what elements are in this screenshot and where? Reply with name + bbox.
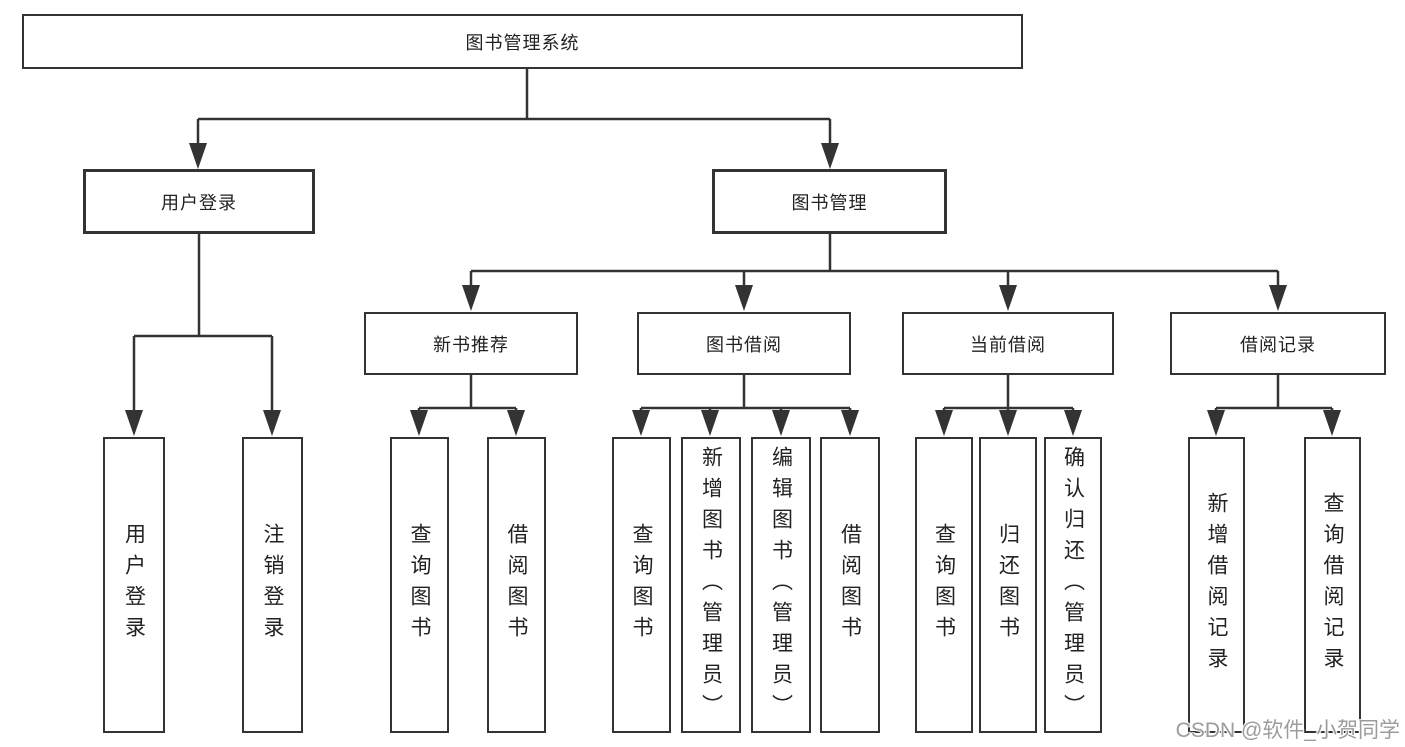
node-root-label: 图书管理系统 <box>465 32 580 53</box>
node-borrowing-records-label: 借阅记录 <box>1240 334 1316 355</box>
node-root-system: 图书管理系统 <box>22 14 1023 69</box>
leaf-query-books-borrowing-label: 查询图书 <box>630 523 653 647</box>
node-current-borrowing: 当前借阅 <box>902 312 1114 375</box>
leaf-borrow-books-borrowing-label: 借阅图书 <box>838 523 862 647</box>
leaf-query-books-recommend: 查询图书 <box>390 437 449 733</box>
leaf-logout-label: 注销登录 <box>261 523 284 647</box>
leaf-add-book-admin: 新增图书（管理员） <box>681 437 741 733</box>
leaf-add-book-admin-label: 新增图书（管理员） <box>699 445 723 725</box>
leaf-confirm-return-admin: 确认归还（管理员） <box>1044 437 1102 733</box>
csdn-watermark: CSDN @软件_小贺同学 <box>1175 719 1400 742</box>
leaf-add-borrow-record-label: 新增借阅记录 <box>1205 492 1228 678</box>
leaf-logout: 注销登录 <box>242 437 303 733</box>
node-book-borrowing-label: 图书借阅 <box>706 334 782 355</box>
leaf-user-login: 用户登录 <box>103 437 165 733</box>
leaf-edit-book-admin: 编辑图书（管理员） <box>751 437 811 733</box>
node-book-management: 图书管理 <box>712 169 947 234</box>
node-new-book-recommend: 新书推荐 <box>364 312 578 375</box>
leaf-query-books-recommend-label: 查询图书 <box>408 523 431 647</box>
node-user-login: 用户登录 <box>83 169 315 234</box>
leaf-query-books-current-label: 查询图书 <box>932 523 956 647</box>
leaf-query-books-current: 查询图书 <box>915 437 973 733</box>
leaf-borrow-books-recommend-label: 借阅图书 <box>505 523 528 647</box>
node-new-book-recommend-label: 新书推荐 <box>433 334 509 355</box>
node-borrowing-records: 借阅记录 <box>1170 312 1386 375</box>
node-book-management-label: 图书管理 <box>791 192 868 213</box>
leaf-query-borrow-record-label: 查询借阅记录 <box>1321 492 1344 678</box>
node-book-borrowing: 图书借阅 <box>637 312 851 375</box>
node-current-borrowing-label: 当前借阅 <box>970 334 1046 355</box>
leaf-query-books-borrowing: 查询图书 <box>612 437 671 733</box>
leaf-borrow-books-borrowing: 借阅图书 <box>820 437 880 733</box>
leaf-borrow-books-recommend: 借阅图书 <box>487 437 546 733</box>
node-user-login-label: 用户登录 <box>161 192 237 213</box>
leaf-return-book: 归还图书 <box>979 437 1037 733</box>
leaf-query-borrow-record: 查询借阅记录 <box>1304 437 1361 733</box>
leaf-return-book-label: 归还图书 <box>996 523 1020 647</box>
leaf-edit-book-admin-label: 编辑图书（管理员） <box>769 445 793 725</box>
leaf-user-login-label: 用户登录 <box>122 523 146 647</box>
leaf-confirm-return-admin-label: 确认归还（管理员） <box>1061 445 1085 725</box>
leaf-add-borrow-record: 新增借阅记录 <box>1188 437 1245 733</box>
